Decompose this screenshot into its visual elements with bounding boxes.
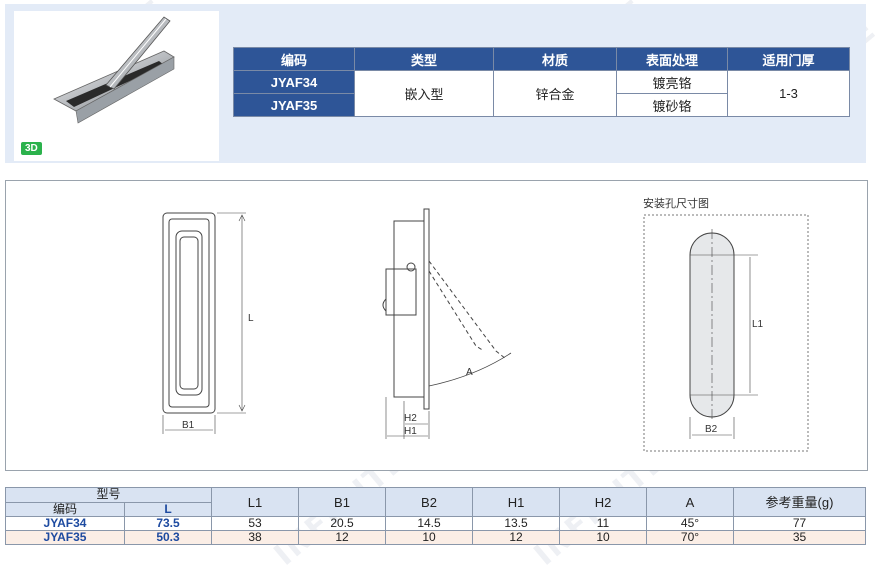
row-b2: 14.5 <box>385 516 473 531</box>
header-h1: H1 <box>472 487 560 517</box>
badge-3d: 3D <box>21 142 42 155</box>
row-weight: 77 <box>733 516 866 531</box>
finish-cell: 镀亮铬 <box>616 70 728 94</box>
door-thickness-cell: 1-3 <box>727 70 850 117</box>
hole-drawing-title: 安装孔尺寸图 <box>643 198 709 210</box>
row-l1: 53 <box>211 516 299 531</box>
row-b1: 20.5 <box>298 516 386 531</box>
row-h1: 12 <box>472 530 560 545</box>
dim-label-l: L <box>248 313 254 324</box>
row-weight: 35 <box>733 530 866 545</box>
finish-cell: 镀砂铬 <box>616 93 728 117</box>
row-code: JYAF35 <box>5 530 125 545</box>
product-header: 3D 编码 类型 材质 表面处理 适用门厚 JYAF34 嵌入型 锌合金 镀亮铬… <box>5 4 866 163</box>
row-a: 45° <box>646 516 734 531</box>
technical-drawing: L B1 H2 H1 A L1 B2 <box>5 180 868 471</box>
header-h2: H2 <box>559 487 647 517</box>
hole-drawing-frame <box>643 214 809 452</box>
row-l: 73.5 <box>124 516 212 531</box>
header-l1: L1 <box>211 487 299 517</box>
dim-label-b1: B1 <box>182 420 195 431</box>
table-row: JYAF35 50.3 38 12 10 12 10 70° 35 <box>5 530 866 545</box>
front-view-recess <box>175 230 203 396</box>
row-h1: 13.5 <box>472 516 560 531</box>
header-weight: 参考重量(g) <box>733 487 866 517</box>
header-model: 型号 <box>5 487 212 503</box>
header-a: A <box>646 487 734 517</box>
dim-label-h1: H1 <box>404 426 417 437</box>
row-l: 50.3 <box>124 530 212 545</box>
header-type: 类型 <box>354 47 494 71</box>
header-material: 材质 <box>493 47 617 71</box>
dimensions-table: 型号 L1 B1 B2 H1 H2 A 参考重量(g) 编码 L JYAF34 … <box>5 487 866 545</box>
product-image: 3D <box>14 11 219 161</box>
row-code: JYAF34 <box>5 516 125 531</box>
dim-label-h2: H2 <box>404 413 417 424</box>
spec-table: 编码 类型 材质 表面处理 适用门厚 JYAF34 嵌入型 锌合金 镀亮铬 1-… <box>233 47 850 117</box>
code-cell: JYAF35 <box>233 93 355 117</box>
handle-3d-icon <box>53 16 175 124</box>
side-view-flange <box>423 208 430 410</box>
front-view-outline <box>162 212 216 414</box>
row-b2: 10 <box>385 530 473 545</box>
header-b2: B2 <box>385 487 473 517</box>
dim-label-a: A <box>466 367 473 378</box>
code-cell: JYAF34 <box>233 70 355 94</box>
dim-label-b2: B2 <box>705 424 718 435</box>
dim-label-l1: L1 <box>752 319 764 330</box>
header-l: L <box>124 501 212 517</box>
row-h2: 11 <box>559 516 647 531</box>
material-cell: 锌合金 <box>493 70 617 117</box>
header-door-thickness: 适用门厚 <box>727 47 850 71</box>
type-cell: 嵌入型 <box>354 70 494 117</box>
row-a: 70° <box>646 530 734 545</box>
header-code: 编码 <box>5 501 125 517</box>
row-l1: 38 <box>211 530 299 545</box>
header-code: 编码 <box>233 47 355 71</box>
row-b1: 12 <box>298 530 386 545</box>
header-finish: 表面处理 <box>616 47 728 71</box>
table-row: JYAF34 73.5 53 20.5 14.5 13.5 11 45° 77 <box>5 516 866 531</box>
drawing-canvas: L B1 H2 H1 A L1 B2 <box>162 208 809 452</box>
header-b1: B1 <box>298 487 386 517</box>
row-h2: 10 <box>559 530 647 545</box>
